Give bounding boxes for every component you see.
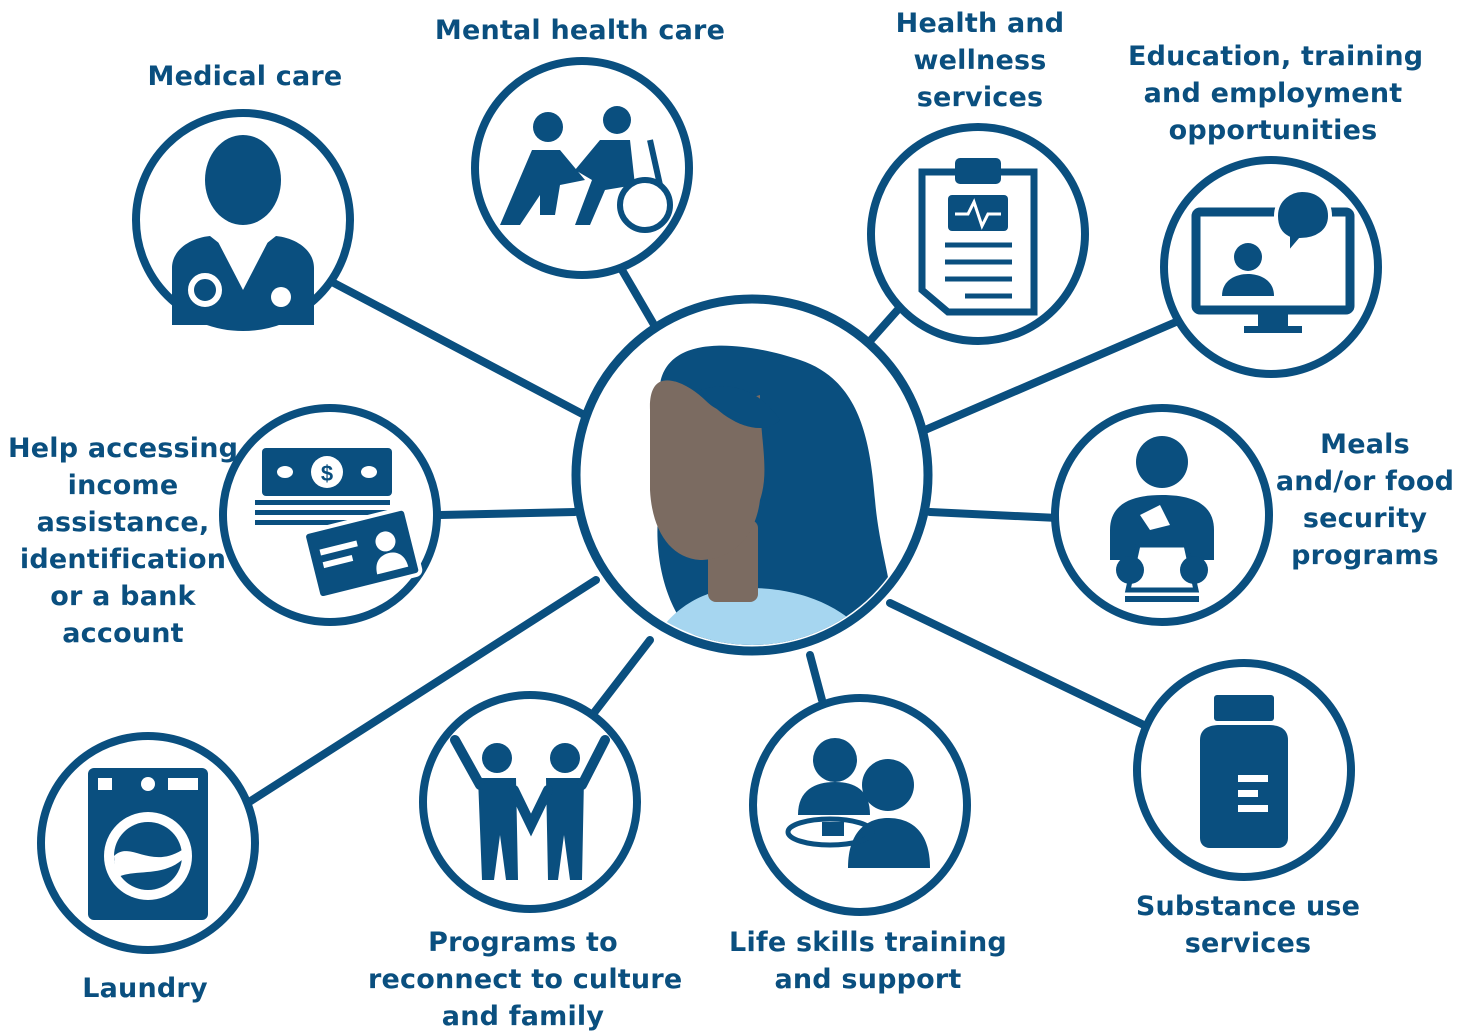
two-people-cheering-icon <box>450 735 610 880</box>
doctor-stethoscope-icon <box>172 135 314 325</box>
medicine-bottle-icon <box>1200 695 1288 848</box>
label-line: identification <box>19 544 227 575</box>
label-income-id-bank: Help accessing income assistance, identi… <box>8 430 238 652</box>
label-line: Laundry <box>82 973 208 1004</box>
connector-substance-use <box>886 599 1154 732</box>
node-medical-care <box>132 109 354 331</box>
label-line: Meals <box>1320 429 1410 460</box>
label-meals-food: Meals and/or food security programs <box>1275 426 1455 574</box>
label-line: wellness <box>913 45 1047 76</box>
label-line: income <box>67 470 179 501</box>
label-line: programs <box>1291 540 1439 571</box>
connector-education-employment <box>921 318 1180 434</box>
label-line: services <box>1184 928 1312 959</box>
washing-machine-icon <box>88 768 208 920</box>
label-line: Health and <box>895 8 1065 39</box>
node-substance-use <box>1133 659 1355 881</box>
caregiver-wheelchair-icon <box>500 106 673 233</box>
label-laundry: Laundry <box>60 970 230 1007</box>
label-line: and employment <box>1143 78 1403 109</box>
node-life-skills <box>749 694 971 916</box>
label-line: Help accessing <box>8 433 239 464</box>
connector-meals-food <box>926 508 1062 522</box>
node-laundry <box>37 732 259 954</box>
svg-text:$: $ <box>321 461 333 486</box>
connector-life-skills <box>806 651 826 704</box>
money-id-card-icon: $ <box>255 448 423 601</box>
label-line: Programs to <box>428 927 618 958</box>
label-mental-health-care: Mental health care <box>430 12 730 49</box>
label-education-employment: Education, training and employment oppor… <box>1128 38 1424 149</box>
people-table-icon <box>785 738 930 868</box>
label-health-wellness: Health and wellness services <box>865 5 1095 116</box>
label-line: and/or food <box>1275 466 1455 497</box>
video-call-monitor-icon <box>1191 187 1355 333</box>
label-line: Life skills training <box>729 927 1007 958</box>
label-line: opportunities <box>1168 115 1378 146</box>
label-line: Substance use <box>1135 891 1361 922</box>
label-line: reconnect to culture <box>368 964 683 995</box>
label-line: Medical care <box>147 61 343 92</box>
label-line: services <box>916 82 1044 113</box>
label-line: assistance, <box>36 507 210 538</box>
connector-lines <box>242 266 1180 808</box>
label-culture-family: Programs to reconnect to culture and fam… <box>368 924 683 1035</box>
center-person-circle <box>571 294 933 656</box>
label-medical-care: Medical care <box>120 58 370 95</box>
label-substance-use: Substance use services <box>1118 888 1378 962</box>
label-life-skills: Life skills training and support <box>728 924 1008 998</box>
person-food-box-icon <box>1110 436 1214 602</box>
connector-laundry <box>242 576 600 808</box>
node-education-employment <box>1160 156 1382 378</box>
clipboard-heartbeat-icon <box>918 158 1038 316</box>
label-line: and support <box>774 964 962 995</box>
node-mental-health-care <box>471 57 693 279</box>
connector-medical-care <box>328 278 594 422</box>
connector-income-id-bank <box>436 508 579 519</box>
label-line: Mental health care <box>434 15 726 46</box>
label-line: Education, training <box>1128 41 1424 72</box>
woman-portrait-icon <box>630 345 893 645</box>
node-income-id-bank: $ <box>219 404 441 626</box>
node-meals-food <box>1051 404 1273 626</box>
label-line: security <box>1302 503 1428 534</box>
connector-culture-family <box>586 636 654 722</box>
node-health-wellness <box>867 123 1089 345</box>
label-line: or a bank <box>50 581 196 612</box>
label-line: and family <box>441 1001 605 1032</box>
node-culture-family <box>419 691 641 913</box>
label-line: account <box>62 618 184 649</box>
